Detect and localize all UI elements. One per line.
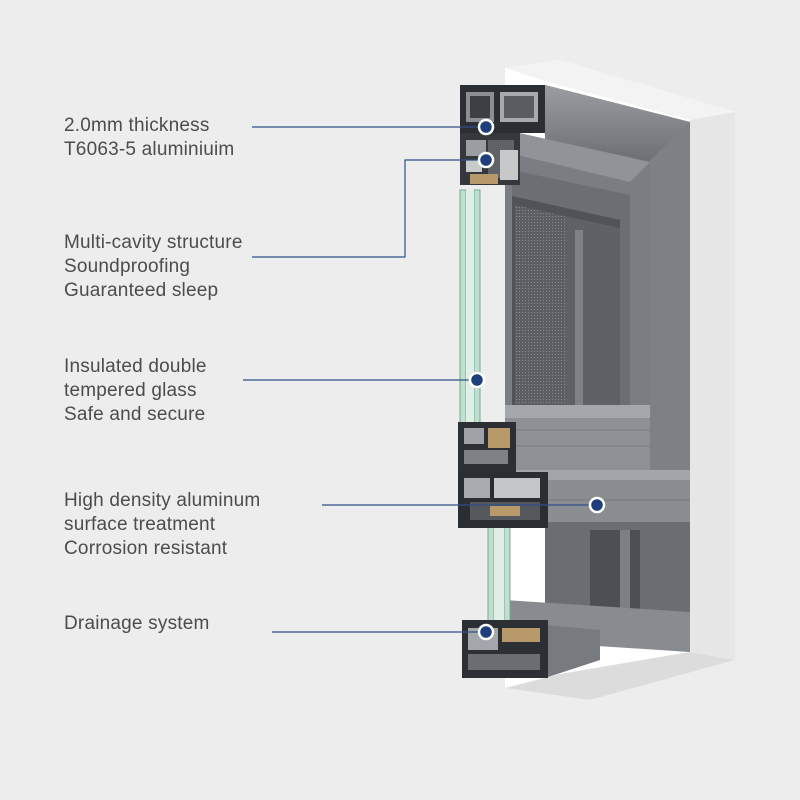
dot-marker-icon [468,371,486,389]
insect-screen-mesh [515,205,565,405]
callout-line: Drainage system [64,613,210,634]
dot-markers [468,118,606,641]
lower-sash [505,522,690,652]
callout-line: Soundproofing [64,256,191,277]
upper-sash [505,130,650,405]
callout-line: High density aluminum [64,490,261,511]
callout-line: Insulated double [64,356,207,377]
callout-line: Safe and secure [64,404,206,425]
dot-marker-icon [477,151,495,169]
callout-aluminum: High density aluminum surface treatment … [64,489,260,561]
dot-marker-icon [588,496,606,514]
callout-thickness: 2.0mm thickness T6063-5 aluminiuim [64,114,234,162]
callout-line: T6063-5 aluminiuim [64,139,235,160]
callout-line: 2.0mm thickness [64,115,210,136]
callout-drainage: Drainage system [64,612,210,636]
meeting-rail [505,405,690,522]
leader-line-multicavity [252,159,486,258]
double-glass-panes [459,189,511,626]
callout-multicavity: Multi-cavity structure Soundproofing Gua… [64,231,243,303]
profile-cross-sections [458,85,548,678]
callout-glass: Insulated double tempered glass Safe and… [64,355,207,427]
callout-line: surface treatment [64,514,216,535]
leader-lines [243,126,597,633]
callout-line: Corrosion resistant [64,538,228,559]
dot-marker-icon [477,623,495,641]
dot-marker-icon [477,118,495,136]
callout-line: Guaranteed sleep [64,280,219,301]
callout-line: Multi-cavity structure [64,232,243,253]
callout-line: tempered glass [64,380,197,401]
